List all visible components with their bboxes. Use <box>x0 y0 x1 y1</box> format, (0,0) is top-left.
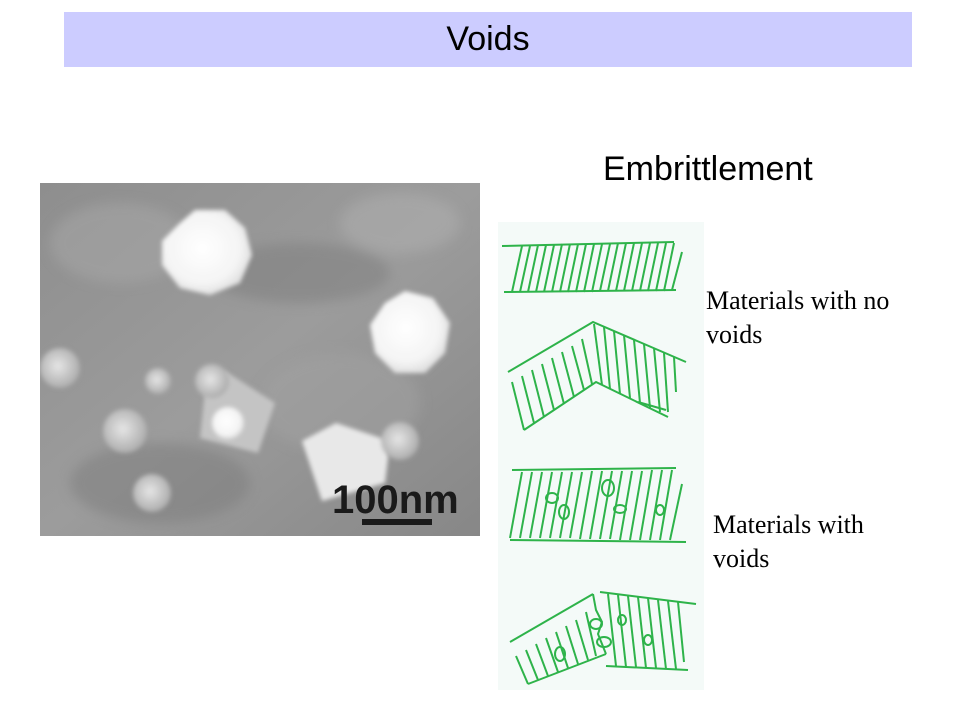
bent-bar-no-voids <box>507 320 687 431</box>
label-with-voids: Materials with voids <box>713 510 864 573</box>
embrittlement-diagram <box>498 222 704 690</box>
title-bar: Voids <box>64 12 912 67</box>
label-no-voids: Materials with no voids <box>706 286 890 349</box>
void-micrograph: 100nm <box>40 183 480 536</box>
intact-bar-with-voids <box>509 467 687 543</box>
fractured-bar-with-voids <box>509 591 697 685</box>
scale-bar-label: 100nm <box>332 478 459 522</box>
embrittlement-heading: Embrittlement <box>603 150 813 188</box>
intact-bar-no-voids <box>501 241 683 293</box>
slide-title: Voids <box>446 20 530 58</box>
